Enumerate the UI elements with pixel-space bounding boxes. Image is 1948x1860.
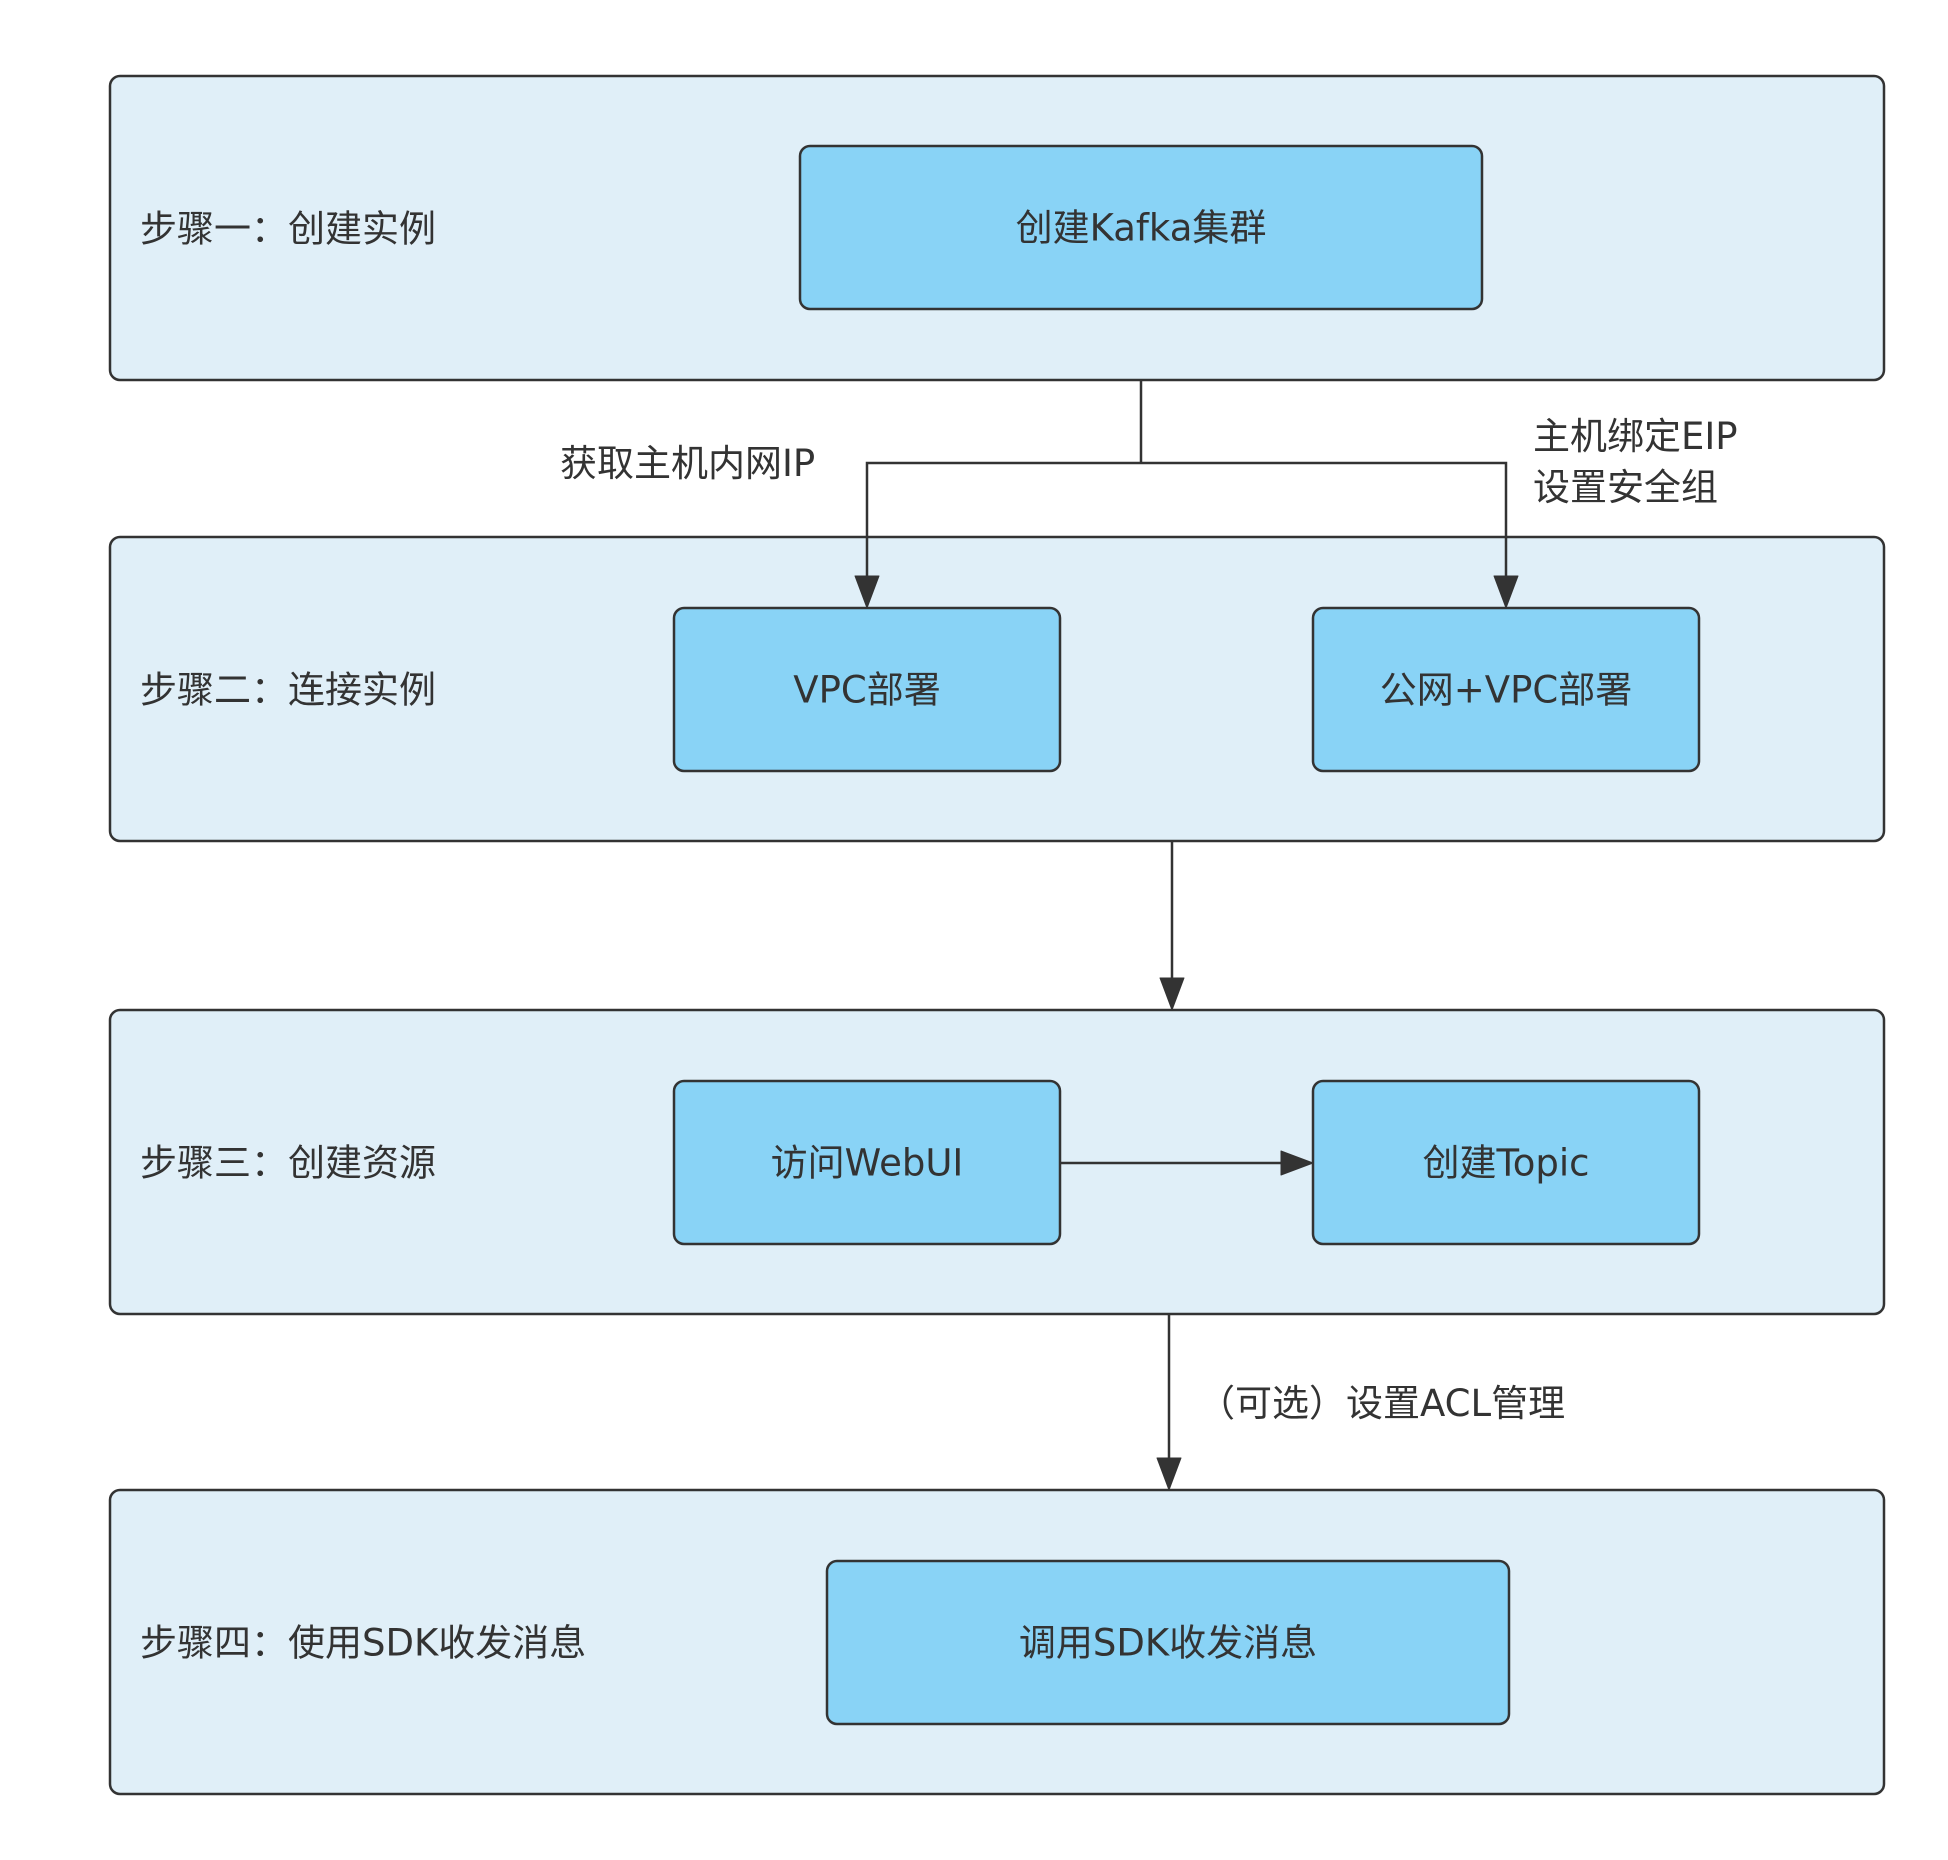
arrowhead-to-step3 <box>1159 977 1185 1011</box>
edge-label-optional-acl: （可选）设置ACL管理 <box>1198 1382 1565 1425</box>
connector-step2-to-step3 <box>1159 841 1185 1011</box>
vpc-deploy-label: VPC部署 <box>793 669 940 712</box>
arrowhead-to-public-vpc <box>1493 575 1519 609</box>
step-1-label: 步骤一：创建实例 <box>140 208 436 251</box>
step-2-panel: 步骤二：连接实例 VPC部署 公网+VPC部署 <box>108 535 1886 843</box>
connector-step1-to-step2 <box>854 380 1519 609</box>
arrowhead-to-step4 <box>1156 1457 1182 1491</box>
step-1-panel: 步骤一：创建实例 创建Kafka集群 <box>108 74 1886 382</box>
step-4-panel: 步骤四：使用SDK收发消息 调用SDK收发消息 <box>108 1488 1886 1796</box>
edge-label-get-private-ip: 获取主机内网IP <box>560 442 815 485</box>
create-kafka-cluster-node <box>798 144 1484 311</box>
step-2-label: 步骤二：连接实例 <box>140 669 436 712</box>
step-3-panel: 步骤三：创建资源 访问WebUI 创建Topic <box>108 1008 1886 1316</box>
access-webui-label: 访问WebUI <box>771 1142 964 1185</box>
step-4-label: 步骤四：使用SDK收发消息 <box>140 1622 586 1665</box>
connector-to-public-vpc <box>1141 461 1508 583</box>
arrowhead-to-vpc <box>854 575 880 609</box>
create-topic-label: 创建Topic <box>1422 1142 1589 1185</box>
arrowhead-to-topic <box>1280 1150 1314 1176</box>
call-sdk-label: 调用SDK收发消息 <box>1019 1622 1317 1665</box>
connector-step3-to-step4 <box>1156 1314 1182 1491</box>
edge-label-security-group: 设置安全组 <box>1533 466 1718 509</box>
public-vpc-deploy-label: 公网+VPC部署 <box>1380 669 1632 712</box>
step-3-label: 步骤三：创建资源 <box>140 1142 436 1185</box>
connector-webui-to-topic <box>1060 1150 1314 1176</box>
connector-to-vpc <box>865 461 1141 583</box>
call-sdk-node <box>825 1559 1511 1726</box>
edge-label-bind-eip: 主机绑定EIP <box>1533 415 1738 458</box>
create-kafka-cluster-label: 创建Kafka集群 <box>1016 207 1267 250</box>
